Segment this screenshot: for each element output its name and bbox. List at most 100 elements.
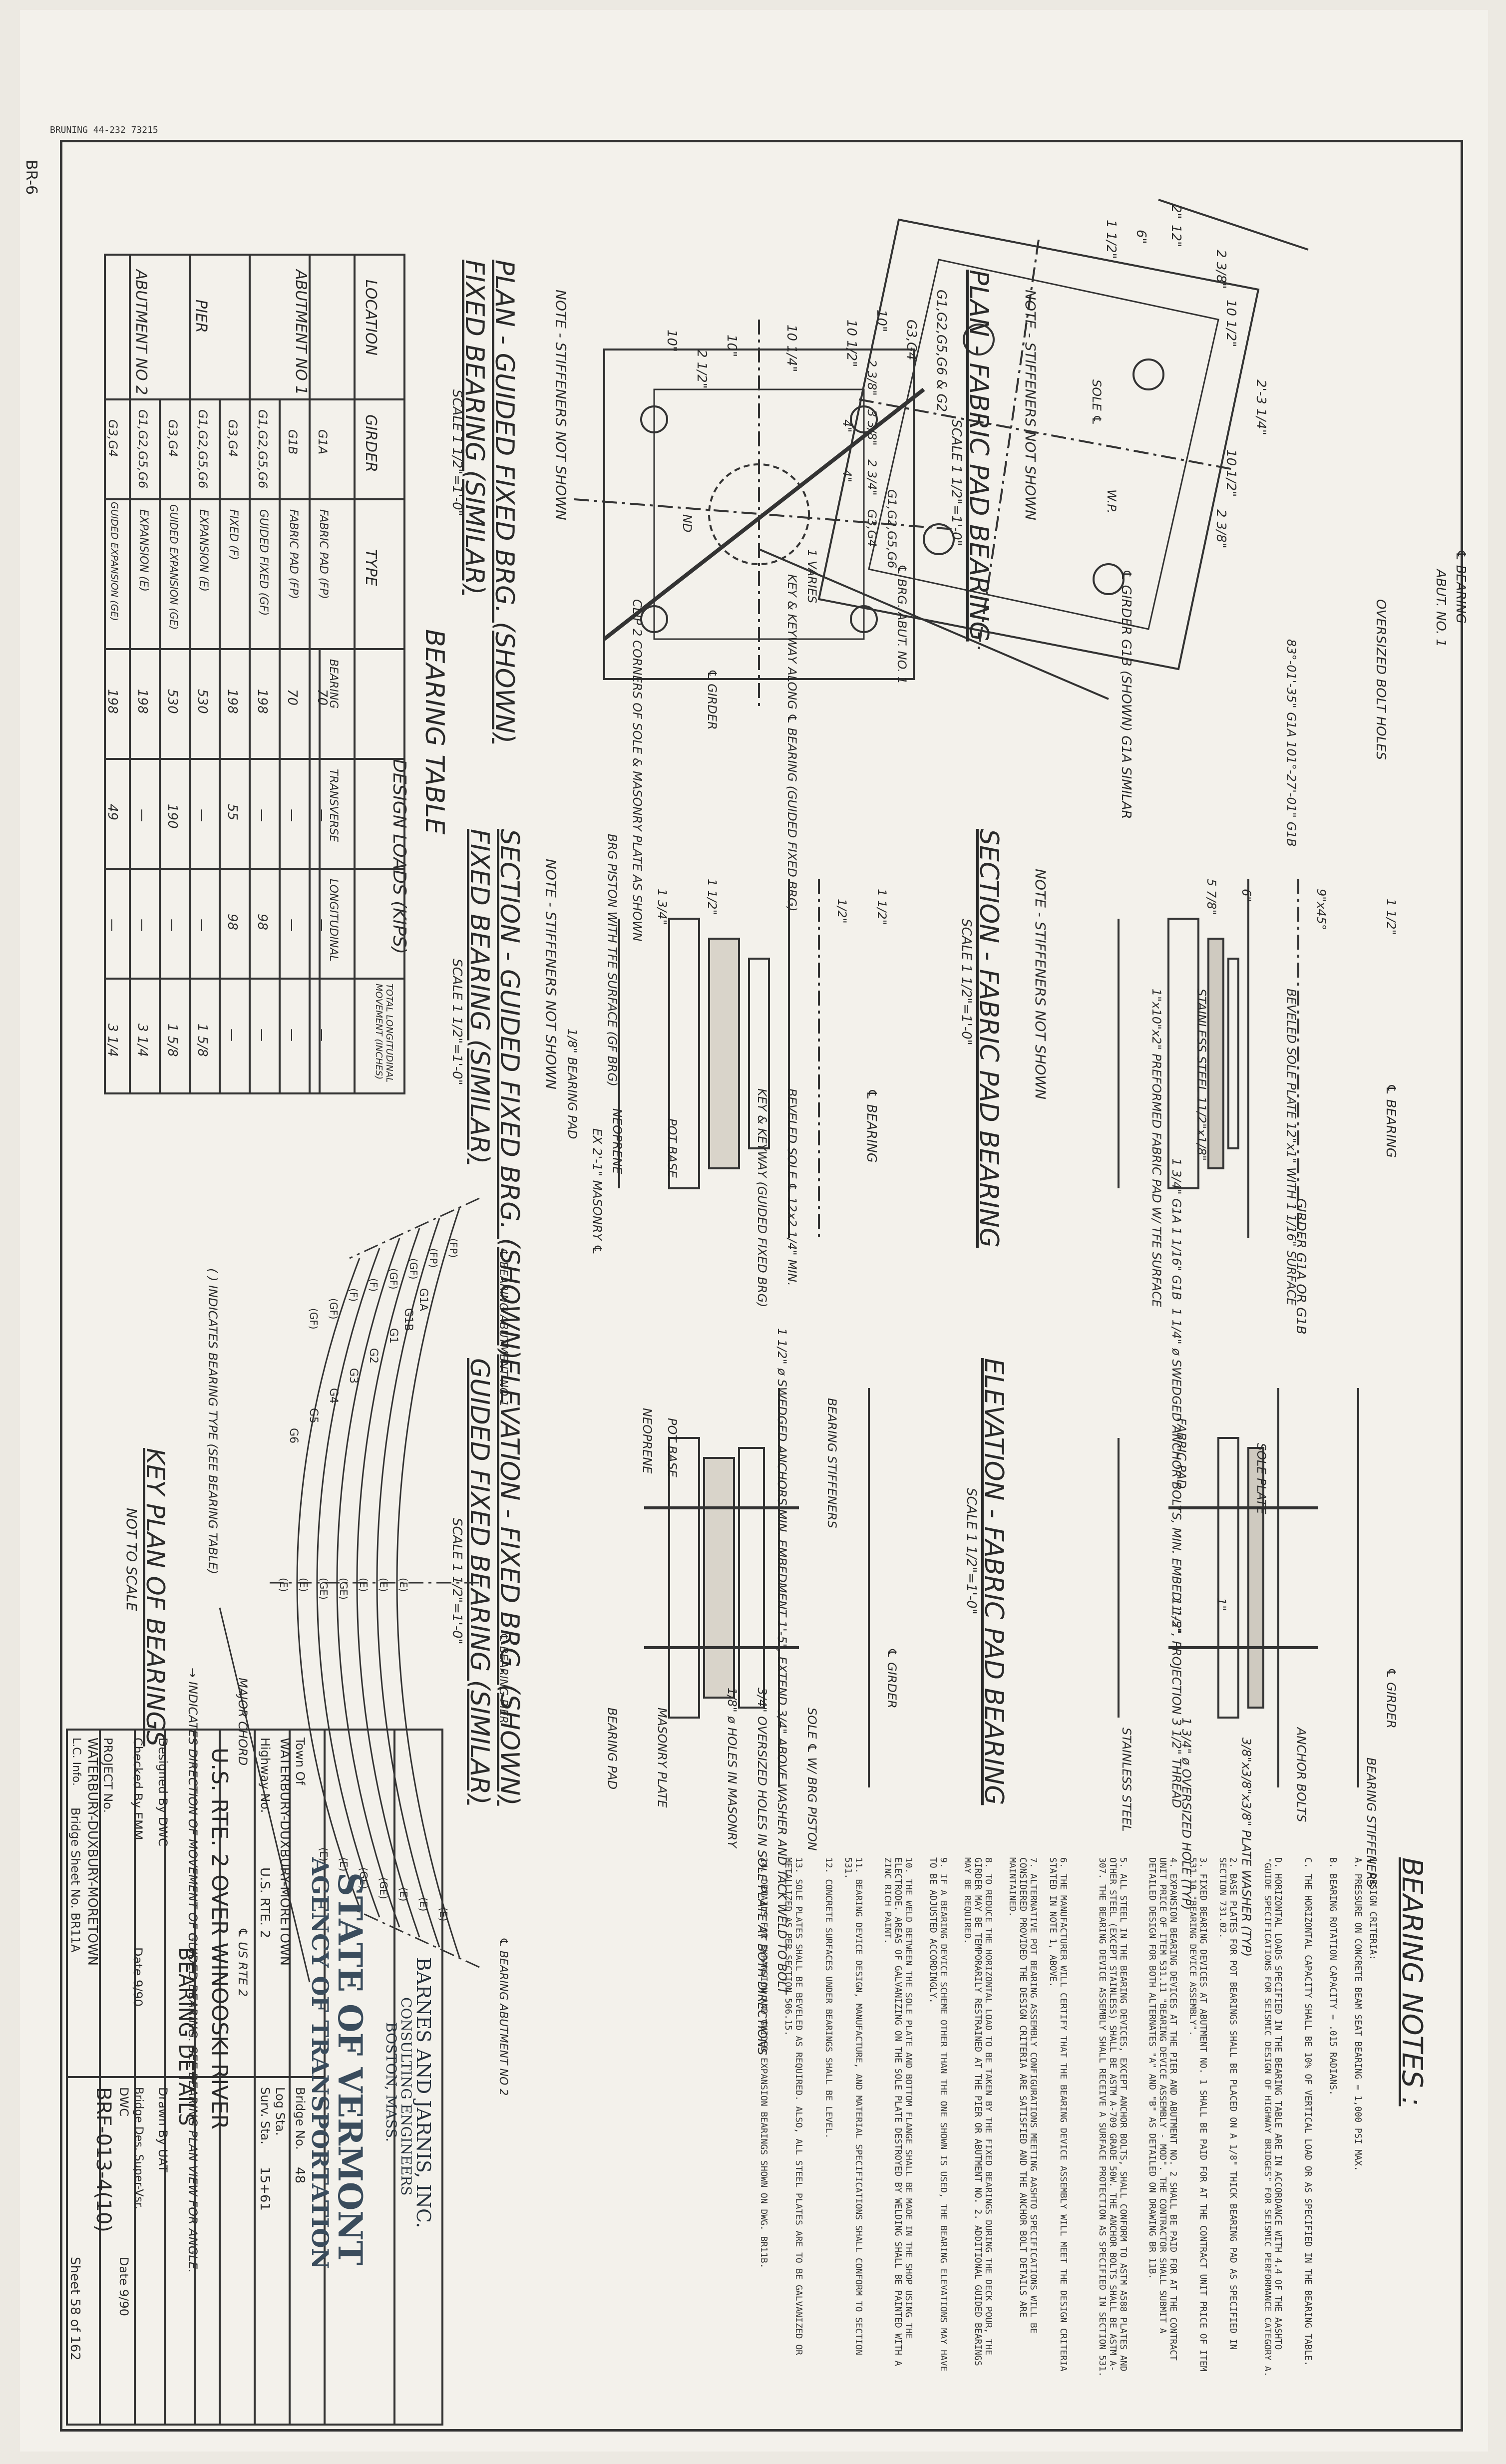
bridge-des: Bridge Des. Super-Vsr.: [132, 2087, 145, 2209]
key-type-label: (GF): [387, 1268, 399, 1290]
section-guided-label-masonry: EX 2'-1" MASONRY ℄: [590, 1128, 604, 1255]
plan-fabric-dim: 10 1/2": [1223, 449, 1238, 497]
cell-transverse: 49: [105, 804, 120, 821]
key-type-label: (E): [377, 1578, 389, 1592]
plan-guided-scale: SCALE 1 1/2"=1'-0": [449, 389, 464, 516]
elev-fabric-drawing: [1069, 1358, 1418, 1807]
cell-girder: G1B: [286, 429, 300, 455]
key-girder-label: G1: [387, 1328, 399, 1344]
cell-bearing: 198: [225, 689, 240, 714]
cell-bearing: 198: [135, 689, 150, 714]
plan-guided-dim: G1,G2,G5,G6 & G2: [934, 290, 949, 412]
plan-fabric-dim: 12": [1168, 225, 1183, 248]
section-fabric-note: NOTE - STIFFENERS NOT SHOWN: [1032, 869, 1049, 1099]
cell-longitudinal: 98: [225, 914, 240, 931]
cell-longitudinal: —: [105, 919, 120, 932]
cell-movement: 1 5/8: [195, 1024, 210, 1057]
designed-by: Designed By DWC: [156, 1738, 170, 1846]
cell-movement: —: [315, 1029, 330, 1042]
title-block-grid: [66, 1729, 443, 2426]
key-girder-label: G1A: [417, 1288, 429, 1312]
cell-movement: 1 5/8: [165, 1024, 180, 1057]
plan-guided-dim: G3,G4: [904, 320, 919, 360]
plan-fabric-label-bearing: ℄ BEARING: [1453, 549, 1468, 624]
key-plan-label-pier: ℄ BEARING PIER: [497, 1633, 509, 1724]
key-type-label: (E): [278, 1578, 290, 1592]
dwc: DWC: [117, 2087, 131, 2116]
key-plan-label-abut2: ℄ BEARING ABUTMENT NO 2: [497, 1937, 509, 2096]
key-plan-subtitle: NOT TO SCALE: [123, 1508, 140, 1611]
note-line: 5. ALL STEEL IN THE BEARING DEVICES, EXC…: [1097, 1857, 1129, 2377]
note-line: 7. ALTERNATIVE POT BEARING ASSEMBLY CONF…: [1007, 1857, 1039, 2334]
note-line: 1. DESIGN CRITERIA:: [1368, 1857, 1378, 1960]
plan-fabric-dim: 10 1/2": [1223, 300, 1238, 348]
cell-girder: G1,G2,G5,G6: [136, 409, 150, 489]
key-plan-drawing: [160, 1158, 509, 2007]
key-girder-label: G2: [367, 1348, 379, 1364]
cell-transverse: —: [285, 809, 300, 822]
plan-guided-dim: 10 1/2": [844, 320, 859, 367]
cell-movement: 3 1/4: [105, 1024, 120, 1057]
plan-fabric-label-wp: W.P.: [1105, 489, 1119, 514]
bridge-no-label: Bridge No.: [293, 2087, 307, 2150]
section-fabric-label-stainless: STAINLESS STEEL 11/2"x1/8": [1194, 989, 1208, 1161]
plan-fabric-dim: 2 3/8": [1213, 509, 1228, 549]
plan-guided-title: PLAN - GUIDED FIXED BRG. (SHOWN): [489, 260, 519, 744]
key-type-label: (GF): [407, 1258, 419, 1280]
section-guided-drawing: [569, 859, 919, 1258]
note-line: 12. CONCRETE SURFACES UNDER BEARINGS SHA…: [823, 1857, 834, 2139]
elev-fabric-label-anchor-bolts: ANCHOR BOLTS: [1294, 1728, 1308, 1822]
cell-bearing: 198: [105, 689, 120, 714]
cell-bearing: 70: [285, 689, 300, 706]
elev-guided-label-pot: POT BASE: [665, 1418, 679, 1477]
section-guided-scale: SCALE 1 1/2"=1'-0": [449, 959, 464, 1085]
key-type-label: (E): [298, 1578, 310, 1592]
note-line: 11. BEARING DEVICE DESIGN, MANUFACTURE, …: [843, 1857, 864, 2355]
surv-sta-label: Surv. Sta.: [258, 2087, 272, 2144]
section-fabric-label-bearing: ℄ BEARING: [1383, 1083, 1398, 1158]
note-line: 10. THE WELD BETWEEN THE SOLE PLATE AND …: [882, 1857, 914, 2366]
plan-fabric-note: NOTE - STIFFENERS NOT SHOWN: [1022, 290, 1039, 520]
section-guided-label-pad: 1/8" BEARING PAD: [565, 1029, 579, 1139]
cell-longitudinal: 98: [255, 914, 270, 931]
elev-fabric-title: ELEVATION - FABRIC PAD BEARING: [979, 1358, 1009, 1805]
elev-guided-label-girder: ℄ GIRDER: [885, 1648, 899, 1709]
section-fabric-dim: 1 1/2": [1384, 899, 1398, 935]
firm-line2: CONSULTING ENGINEERS: [398, 1997, 414, 2196]
cell-transverse: —: [135, 809, 150, 822]
plan-fabric-label-abut: ABUT. NO. 1: [1433, 569, 1448, 647]
highway-label: Highway No.: [258, 1738, 272, 1813]
cell-type: FIXED (F): [227, 509, 240, 560]
town-value: WATERBURY-DUXBURY-MORETOWN: [277, 1738, 292, 1966]
route-title: U.S. RTE. 2 OVER WINOOSKI RIVER: [207, 1748, 232, 2129]
cell-girder: G1,G2,G5,G6: [196, 409, 210, 489]
bearing-notes-title: BEARING NOTES :: [1396, 1857, 1428, 2107]
cell-location: ABUTMENT NO 1: [292, 270, 310, 395]
drawing-sheet: BRUNING 44-232 73215 BR-6 PLAN - FABRIC …: [20, 10, 1488, 2452]
cell-type: EXPANSION (E): [197, 509, 210, 592]
cell-longitudinal: —: [315, 919, 330, 932]
plan-fabric-label-girder: ℄ GIRDER G1B (SHOWN) G1A SIMILAR: [1119, 569, 1133, 819]
plan-guided-dim-top: 2 3/4": [865, 459, 879, 496]
note-line: C. THE HORIZONTAL CAPACITY SHALL BE 10% …: [1303, 1857, 1313, 2366]
cell-movement: 3 1/4: [135, 1024, 150, 1057]
elev-fabric-label-girder: ℄ GIRDER: [1384, 1668, 1398, 1729]
firm-line3: BOSTON, MASS.: [383, 2022, 399, 2142]
firm-name: BARNES AND JARNIS, INC.: [412, 1957, 434, 2228]
section-guided-dim: 1 3/4": [655, 889, 669, 925]
elev-guided-label-stiff: BEARING STIFFENERS: [825, 1398, 839, 1528]
section-guided-title2: FIXED BEARING (SIMILAR): [464, 829, 494, 1164]
plan-fabric-label-oversized: OVERSIZED BOLT HOLES: [1373, 599, 1388, 760]
plan-fabric-dim: 1 1/2": [1104, 220, 1119, 259]
cell-longitudinal: —: [135, 919, 150, 932]
key-type-label: (GE): [338, 1578, 350, 1600]
key-type-label: (F): [348, 1288, 360, 1302]
cell-transverse: 55: [225, 804, 240, 821]
checked-by: Checked By EMM: [131, 1738, 145, 1840]
key-plan-title: KEY PLAN OF BEARINGS: [141, 1448, 170, 1747]
elev-fabric-scale: SCALE 1 1/2"=1'-0": [964, 1488, 979, 1615]
cell-transverse: —: [195, 809, 210, 822]
cell-transverse: —: [255, 809, 270, 822]
section-fabric-dim: 5 7/8": [1204, 879, 1218, 915]
cell-bearing: 530: [195, 689, 210, 714]
